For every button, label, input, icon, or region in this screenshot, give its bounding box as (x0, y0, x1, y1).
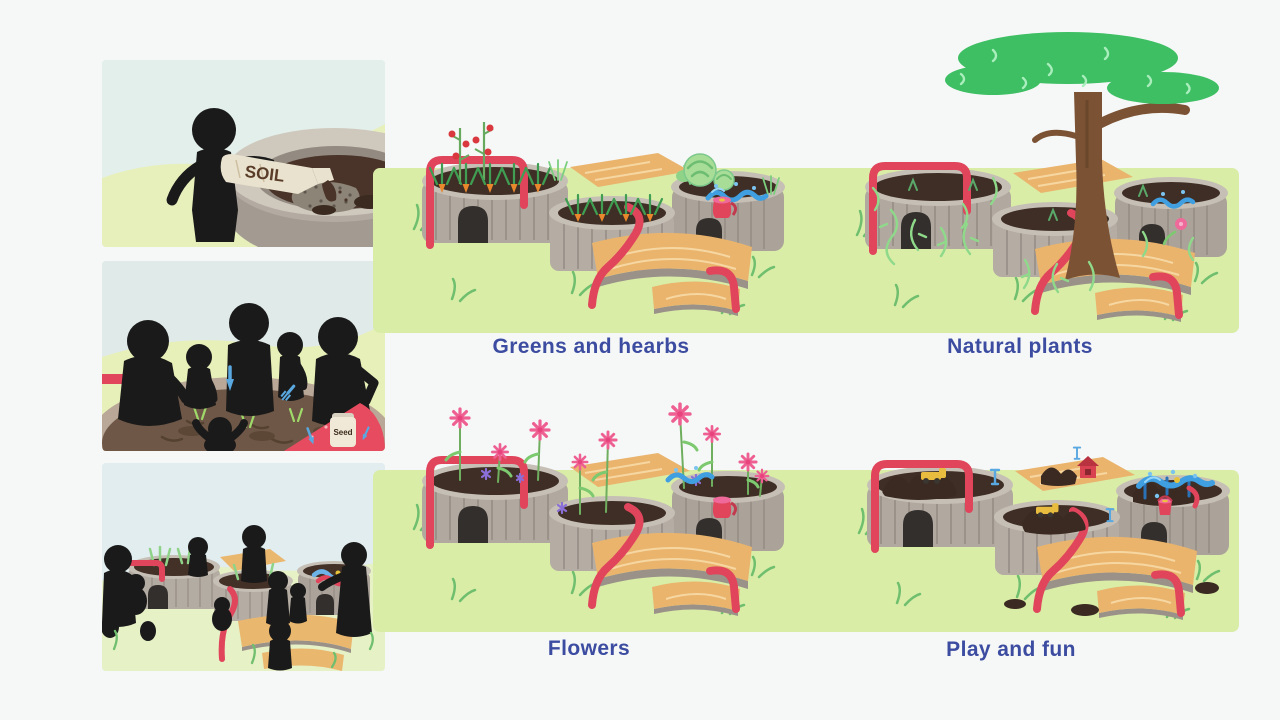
pouring-soil (322, 180, 337, 202)
carrot-rows (428, 162, 664, 222)
red-watering-jug (712, 196, 738, 218)
toy-bucket (1157, 495, 1173, 515)
garden-play-illustration (845, 446, 1235, 621)
garden-tools (226, 365, 296, 401)
tomato-plants (448, 122, 494, 184)
rubber-duck (1174, 477, 1180, 483)
storyboard-panel-add-soil: SOIL (102, 60, 385, 247)
soil-sprigs (908, 177, 1148, 221)
tree (945, 32, 1219, 280)
enjoy-garden-illustration (102, 463, 385, 671)
soil-bag-label: SOIL (244, 162, 286, 186)
soil-mounds (882, 467, 1219, 616)
grass-tufts (112, 629, 374, 669)
flower-leaves (444, 440, 760, 498)
cabbages (676, 153, 735, 191)
plant-together-illustration: Seed (102, 261, 385, 451)
bed-grass (148, 545, 202, 567)
option-label-play-and-fun: Play and fun (946, 638, 1076, 661)
option-label-greens-and-hearbs: Greens and hearbs (492, 335, 690, 358)
red-watering-jug (712, 496, 738, 518)
toy-trucks (921, 468, 1059, 518)
water-channel (705, 182, 769, 203)
toy-house (1077, 456, 1099, 478)
garden-natural-illustration (843, 32, 1233, 323)
storyboard-panel-plant-together: Seed (102, 261, 385, 451)
water-channel (1150, 190, 1196, 209)
tree-canopy (945, 32, 1219, 104)
trowel-icon (362, 426, 370, 441)
add-soil-illustration: SOIL (102, 60, 385, 247)
leaf-squiggles (959, 46, 1191, 95)
red-spout (1186, 485, 1200, 509)
storyboard-panel-enjoy-garden (102, 463, 385, 671)
water-play-table (1136, 469, 1215, 500)
seed-jar-label: Seed (333, 428, 352, 437)
people-silhouettes (102, 525, 372, 671)
wild-flower (1162, 218, 1187, 246)
garden-greens-illustration (400, 122, 790, 317)
vines (871, 176, 1195, 294)
option-label-natural-plants: Natural plants (947, 335, 1093, 358)
shovel-icon (306, 427, 314, 445)
pink-daisies (449, 402, 770, 484)
seed-bag: Seed (284, 403, 385, 451)
garden-flowers-illustration (400, 402, 790, 617)
water-channel (665, 466, 715, 484)
option-label-flowers: Flowers (547, 637, 631, 660)
toy-shovels (989, 446, 1115, 523)
soil-bag: SOIL (220, 154, 348, 202)
